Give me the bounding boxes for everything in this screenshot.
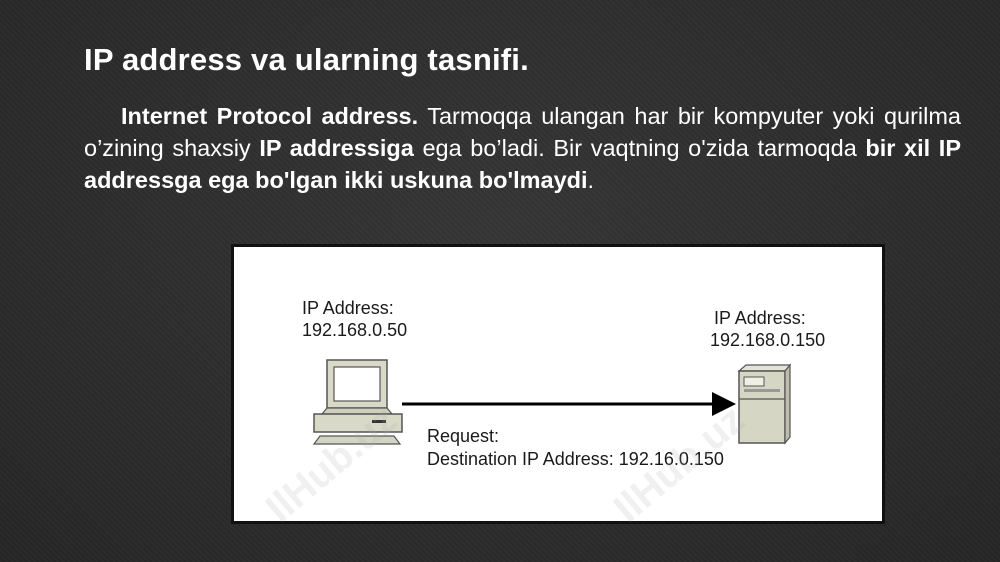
diagram-graphics	[312, 359, 792, 445]
server-ip-value: 192.168.0.150	[710, 330, 826, 350]
term-internet-protocol-address: Internet Protocol address.	[121, 103, 419, 129]
slide-paragraph: Internet Protocol address. Tarmoqqa ulan…	[84, 100, 961, 196]
client-ip-value: 192.168.0.50	[302, 320, 408, 340]
request-arrow	[402, 392, 736, 416]
term-ip-addressiga: IP addressiga	[259, 135, 414, 161]
server-ip-label: IP Address:	[714, 308, 806, 328]
ip-request-diagram: IP Address: 192.168.0.50 IP Address: 192…	[231, 244, 885, 531]
request-destination: Destination IP Address: 192.16.0.150	[427, 448, 724, 470]
desktop-computer-icon	[312, 359, 403, 445]
paragraph-period: .	[587, 167, 595, 193]
term-unique-ip-statement: bir xil IP addressga ega bo'lgan ikki us…	[84, 135, 962, 193]
paragraph-text-2: ega bo’ladi. Bir vaqtning o'zida tarmoqd…	[413, 135, 866, 161]
destination-ip-value: 192.16.0.150	[618, 449, 724, 469]
destination-label: Destination IP Address:	[427, 449, 614, 469]
slide-title: IP address va ularning tasnifi.	[84, 42, 529, 77]
client-ip-label: IP Address:	[302, 298, 394, 318]
server-tower-icon	[737, 363, 792, 445]
paragraph-text-1: Tarmoqqa ulangan har bir kompyuter yoki …	[84, 103, 961, 161]
request-label: Request:	[427, 426, 500, 446]
